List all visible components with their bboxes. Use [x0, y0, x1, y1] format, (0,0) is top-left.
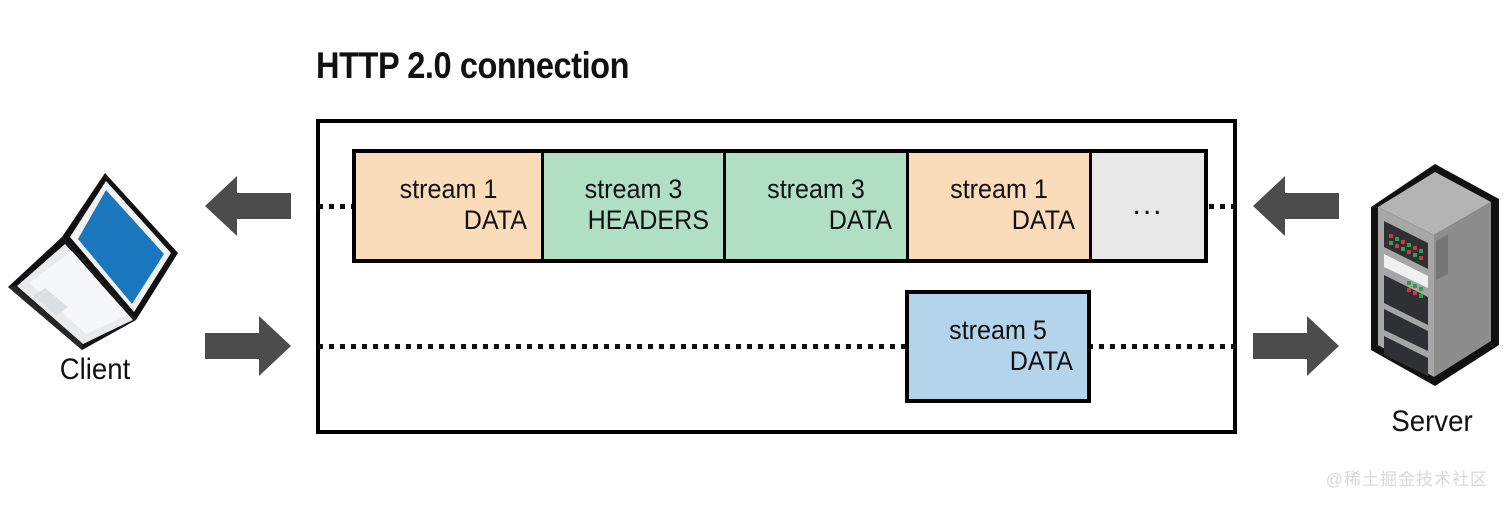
endpoint-server-label: Server	[1391, 405, 1473, 438]
arrow-outbound-bottom	[1253, 315, 1339, 377]
frame-stream-label: stream 3	[767, 174, 865, 204]
arrow-server-to-client-top	[205, 175, 291, 237]
server-rack-icon	[1371, 164, 1499, 386]
arrow-inbound-top	[1253, 175, 1339, 237]
frame-stream-5: stream 5 DATA	[905, 290, 1091, 403]
frame-type-label: DATA	[463, 205, 527, 235]
frame-type-label: DATA	[1009, 345, 1073, 376]
endpoint-client: Client	[0, 165, 190, 388]
frame-type-label: DATA	[828, 205, 892, 235]
frame-stream-label: stream 1	[399, 174, 498, 204]
watermark: @稀土掘金技术社区	[1325, 470, 1488, 489]
stream-flow-line-bottom	[318, 344, 1238, 349]
endpoint-client-label: Client	[59, 353, 131, 386]
laptop-icon	[8, 173, 178, 350]
page-title: HTTP 2.0 connection	[316, 45, 630, 86]
frame-stream-label: stream 3	[584, 174, 683, 204]
arrow-client-to-server-bottom	[205, 315, 291, 377]
frame-type-label: HEADERS	[587, 205, 709, 235]
frame-stream-label: stream 5	[949, 314, 1047, 345]
frame-ellipsis-label: ...	[1132, 188, 1164, 221]
frame-type-label: DATA	[1011, 205, 1075, 235]
endpoint-server: Server	[1352, 155, 1512, 440]
frame-cell: ...	[1092, 153, 1204, 259]
frame-stream-label: stream 1	[950, 174, 1048, 204]
